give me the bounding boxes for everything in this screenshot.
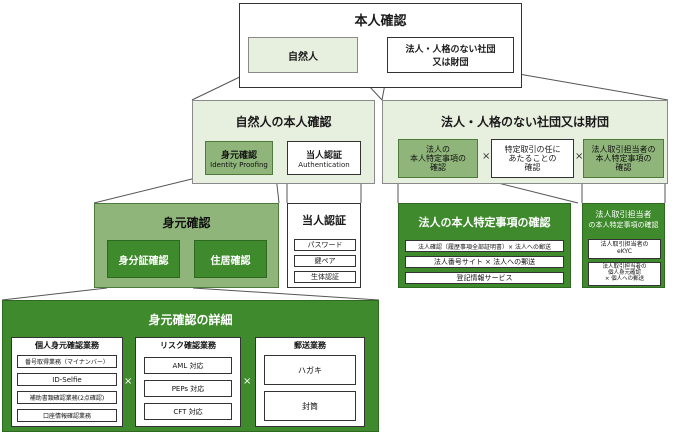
- corp-rep-block-title-line2: の本人特定事項の確認: [588, 221, 659, 229]
- risk-check-panel: リスク確認業務 AML 対応 PEPs 対応 CFT 対応: [135, 337, 241, 427]
- natural-person-box: 自然人: [248, 37, 358, 73]
- personal-check-panel: 個人身元確認業務 番号取得業務（マイナンバー） ID-Selfie 補助書類確認…: [11, 337, 123, 427]
- corporation-box: 法人・人格のない社団 又は財団: [387, 37, 514, 73]
- personal-check-item: 口座情報確認業務: [17, 409, 117, 422]
- corp-specific-block: 法人の本人特定事項の確認 法人確認（履歴事項全部証明書）× 法人への郵送 法人番…: [398, 203, 571, 288]
- document-check-box: 身分証確認: [107, 240, 180, 278]
- auth-item-label: 鍵ペア: [314, 257, 336, 265]
- corp-rep-line2: 本人特定事項の: [595, 153, 652, 163]
- risk-check-item: AML 対応: [144, 357, 232, 374]
- corp-specific-item-label: 法人番号サイト × 法人への郵送: [433, 258, 536, 266]
- authentication-label: 当人認証: [305, 150, 342, 161]
- mail-item: ハガキ: [264, 355, 356, 385]
- address-check-label: 住居確認: [210, 255, 251, 267]
- connector-line: [192, 287, 380, 301]
- identity-proofing-sub: Identity Proofing: [210, 160, 268, 169]
- personal-check-item-label: 補助書類確認業務(2点確認): [29, 395, 105, 402]
- natural-section-title: 自然人の本人確認: [235, 115, 332, 129]
- multiply-icon: ×: [482, 151, 491, 162]
- auth-item-label: 生体認証: [311, 273, 339, 281]
- risk-check-item: PEPs 対応: [144, 380, 232, 397]
- corp-section-title: 法人・人格のない社団又は財団: [440, 115, 609, 129]
- root-panel: 本人確認 自然人 法人・人格のない社団 又は財団: [239, 3, 522, 88]
- identity-block-title: 身元確認: [162, 216, 211, 230]
- corp-purpose-line2: あたることの: [508, 153, 557, 163]
- details-block: 身元確認の詳細 個人身元確認業務 番号取得業務（マイナンバー） ID-Selfi…: [2, 300, 379, 432]
- authentication-sub: Authentication: [298, 160, 350, 169]
- corp-rep-box: 法人取引担当者の 本人特定事項の 確認: [583, 139, 664, 178]
- auth-item: 鍵ペア: [294, 255, 356, 267]
- corp-specific-line1: 法人の: [426, 144, 450, 154]
- personal-check-item: 番号取得業務（マイナンバー）: [17, 355, 117, 368]
- personal-check-item-label: ID-Selfie: [52, 375, 82, 384]
- corp-specific-item-label: 法人確認（履歴事項全部証明書）× 法人への郵送: [418, 243, 551, 251]
- risk-check-item: CFT 対応: [144, 403, 232, 420]
- corp-rep-item-line: eKYC: [617, 248, 632, 255]
- identity-block: 身元確認 身分証確認 住居確認: [94, 203, 279, 288]
- mail-panel: 郵送業務 ハガキ 封筒: [255, 337, 365, 427]
- corp-specific-box: 法人の 本人特定事項の 確認: [398, 139, 478, 178]
- auth-item-label: パスワード: [307, 241, 343, 249]
- authentication-box: 当人認証 Authentication: [287, 141, 361, 175]
- corporation-label-line1: 法人・人格のない社団: [405, 45, 496, 55]
- corp-purpose-line1: 特定取引の任に: [504, 144, 561, 154]
- corporation-section: 法人・人格のない社団又は財団 法人の 本人特定事項の 確認 × 特定取引の任に …: [382, 100, 668, 184]
- corp-rep-block: 法人取引担当者 の本人特定事項の確認 法人取引担当者の eKYC 法人取引担当者…: [582, 203, 665, 288]
- personal-check-title: 個人身元確認業務: [35, 341, 99, 350]
- personal-check-item-label: 口座情報確認業務: [42, 413, 91, 420]
- corp-rep-line1: 法人取引担当者の: [591, 144, 656, 154]
- corp-specific-item: 登記情報サービス: [405, 272, 564, 284]
- document-check-label: 身分証確認: [118, 255, 169, 267]
- corp-rep-item: 法人取引担当者の eKYC: [588, 239, 661, 259]
- connector-line: [512, 72, 669, 101]
- personal-check-item-label: 番号取得業務（マイナンバー）: [25, 359, 109, 366]
- natural-person-section: 自然人の本人確認 身元確認 Identity Proofing 当人認証 Aut…: [192, 100, 375, 184]
- mail-item: 封筒: [264, 391, 356, 421]
- connector-line: [93, 175, 205, 204]
- corp-rep-item-line: 法人取引担当者の: [602, 264, 647, 271]
- corp-specific-line3: 確認: [430, 163, 446, 173]
- identity-proofing-box: 身元確認 Identity Proofing: [205, 141, 273, 175]
- risk-check-item-label: CFT 対応: [173, 407, 203, 416]
- multiply-icon: ×: [124, 376, 133, 387]
- natural-person-label: 自然人: [288, 51, 318, 63]
- corp-rep-item: 法人取引担当者の 個人身元確認 × 個人への郵送: [588, 262, 661, 286]
- corp-rep-line3: 確認: [615, 163, 632, 173]
- corp-rep-block-title-line1: 法人取引担当者: [595, 210, 652, 219]
- corp-rep-item-line: 個人身元確認: [607, 270, 641, 277]
- personal-check-item: 補助書類確認業務(2点確認): [17, 391, 117, 404]
- corp-purpose-box: 特定取引の任に あたることの 確認: [491, 139, 574, 178]
- corp-rep-item-line: × 個人への郵送: [604, 275, 645, 282]
- multiply-icon: ×: [243, 376, 252, 387]
- corp-specific-block-title: 法人の本人特定事項の確認: [418, 216, 551, 229]
- corp-purpose-line3: 確認: [524, 163, 541, 173]
- risk-check-item-label: AML 対応: [172, 361, 204, 370]
- multiply-icon: ×: [575, 151, 584, 162]
- address-check-box: 住居確認: [194, 240, 267, 278]
- risk-check-item-label: PEPs 対応: [171, 384, 205, 393]
- auth-item: 生体認証: [294, 271, 356, 283]
- corp-specific-item-label: 登記情報サービス: [456, 274, 513, 282]
- root-title: 本人確認: [354, 14, 407, 29]
- corp-specific-line2: 本人特定事項の: [410, 153, 466, 163]
- auth-item: パスワード: [294, 239, 356, 251]
- connector-line: [1, 287, 108, 301]
- details-title: 身元確認の詳細: [148, 313, 233, 327]
- mail-item-label: 封筒: [302, 401, 318, 411]
- corp-specific-item: 法人確認（履歴事項全部証明書）× 法人への郵送: [405, 240, 564, 252]
- corp-specific-item: 法人番号サイト × 法人への郵送: [405, 256, 564, 268]
- identity-proofing-label: 身元確認: [220, 150, 257, 161]
- connector-line: [191, 72, 249, 101]
- risk-check-title: リスク確認業務: [160, 341, 216, 350]
- corp-rep-item-line: 法人取引担当者の: [600, 241, 649, 249]
- corporation-label-line2: 又は財団: [432, 58, 469, 68]
- auth-block: 当人認証 パスワード 鍵ペア 生体認証: [287, 203, 361, 288]
- auth-block-title: 当人認証: [302, 214, 346, 227]
- mail-title: 郵送業務: [294, 341, 326, 350]
- personal-check-item: ID-Selfie: [17, 373, 117, 386]
- mail-item-label: ハガキ: [298, 365, 322, 375]
